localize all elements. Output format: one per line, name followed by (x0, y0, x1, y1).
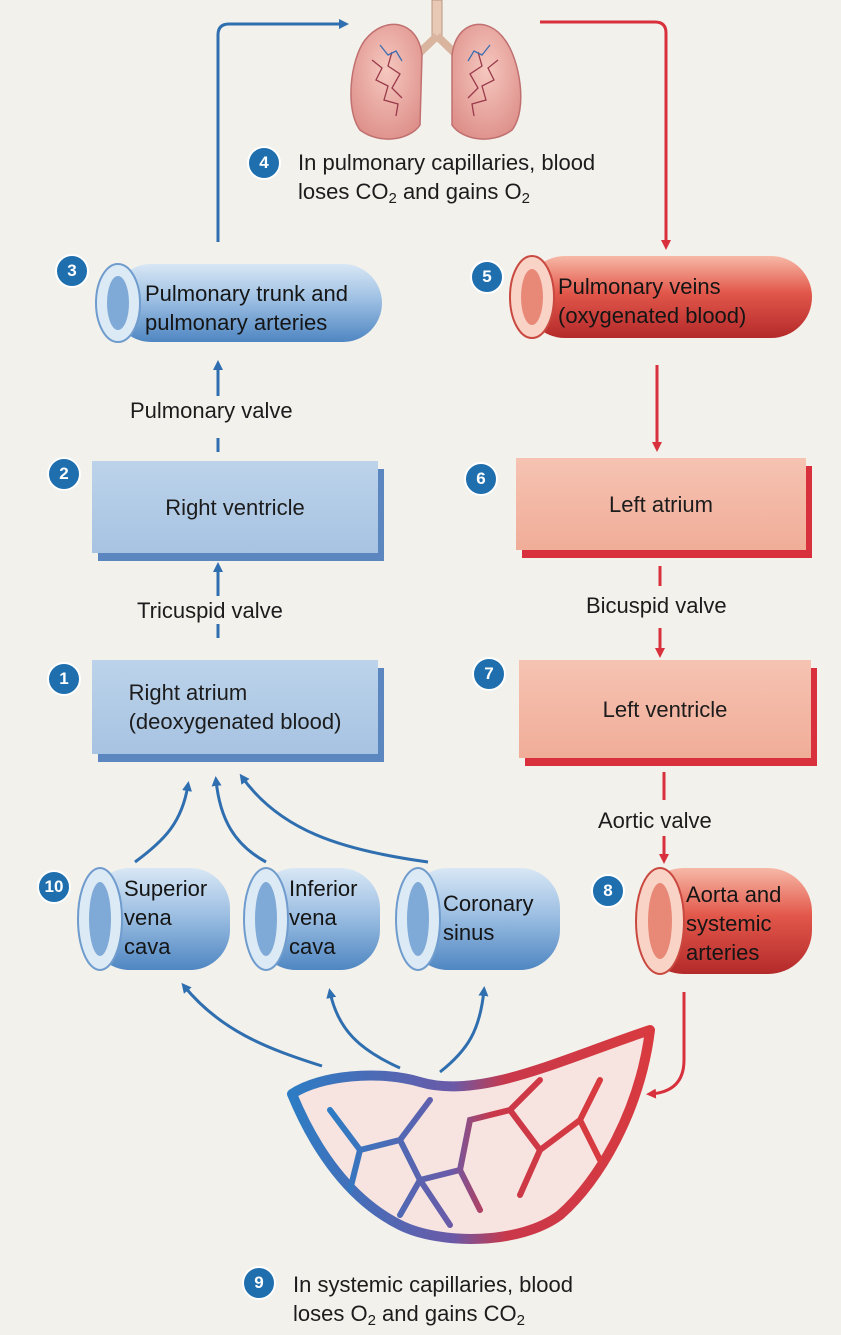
left-ventricle-label: Left ventricle (602, 696, 728, 722)
right-ventricle-label: Right ventricle (165, 494, 305, 520)
step-badge-3: 3 (55, 254, 89, 288)
lungs-illustration (350, 0, 522, 140)
oxygenated-flow-arrows (540, 20, 686, 1099)
step-badge-6: 6 (464, 462, 498, 496)
left-ventricle-box: Left ventricle (519, 660, 811, 758)
step-badge-8: 8 (591, 874, 625, 908)
step-badge-10: 10 (37, 870, 71, 904)
step-badge-1: 1 (47, 662, 81, 696)
left-atrium-label: Left atrium (609, 491, 713, 517)
pulmonary-caption-line1: In pulmonary capillaries, blood (298, 150, 596, 175)
pulmonary-veins-tube (509, 255, 812, 339)
inferior-vena-cava-label: Inferior vena cava (289, 876, 358, 959)
pulmonary-trunk-label: Pulmonary trunk and pulmonary arteries (145, 281, 348, 335)
step-badge-9: 9 (242, 1266, 276, 1300)
systemic-capillary-bed (287, 1025, 655, 1244)
pulmonary-capillaries-caption: In pulmonary capillaries, blood loses CO… (298, 148, 595, 213)
step-badge-5: 5 (470, 260, 504, 294)
right-atrium-box: Right atrium (deoxygenated blood) (92, 660, 378, 754)
systemic-caption-line2: loses O2 and gains CO2 (293, 1301, 525, 1329)
aortic-valve-label: Aortic valve (594, 808, 716, 834)
aorta-tube (635, 867, 812, 975)
superior-vena-cava-tube (77, 867, 230, 971)
inferior-vena-cava-tube (243, 867, 380, 971)
right-ventricle-box: Right ventricle (92, 461, 378, 553)
pulmonary-valve-label: Pulmonary valve (126, 398, 297, 424)
systemic-capillaries-caption: In systemic capillaries, blood loses O2 … (293, 1270, 573, 1335)
pulmonary-veins-label: Pulmonary veins (oxygenated blood) (558, 274, 747, 328)
step-badge-2: 2 (47, 457, 81, 491)
right-atrium-label: Right atrium (deoxygenated blood) (128, 680, 342, 734)
bicuspid-valve-label: Bicuspid valve (582, 593, 731, 619)
pulmonary-trunk-tube (95, 263, 382, 343)
coronary-sinus-label: Coronary sinus (443, 891, 534, 945)
step-badge-4: 4 (247, 146, 281, 180)
systemic-caption-line1: In systemic capillaries, blood (293, 1272, 574, 1297)
pulmonary-caption-line2: loses CO2 and gains O2 (298, 179, 530, 207)
left-atrium-box: Left atrium (516, 458, 806, 550)
tricuspid-valve-label: Tricuspid valve (133, 598, 287, 624)
deoxygenated-flow-arrows (134, 19, 489, 1074)
coronary-sinus-tube (395, 867, 560, 971)
aorta-label: Aorta and systemic arteries (686, 882, 782, 965)
step-badge-7: 7 (472, 657, 506, 691)
superior-vena-cava-label: Superior vena cava (124, 876, 208, 959)
